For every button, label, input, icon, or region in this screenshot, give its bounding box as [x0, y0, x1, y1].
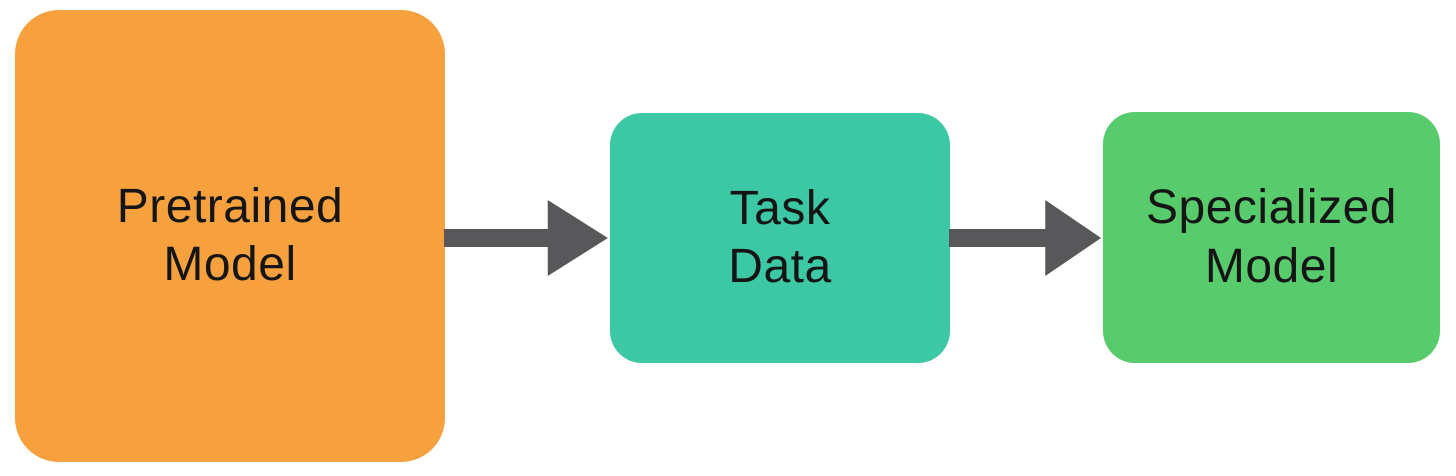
- node-task-data: Task Data: [610, 113, 950, 363]
- node-pretrained-model-label: Pretrained Model: [116, 179, 344, 291]
- node-task-data-label: Task Data: [728, 181, 832, 293]
- node-specialized-model-label: Specialized Model: [1146, 181, 1397, 293]
- node-pretrained-model: Pretrained Model: [15, 10, 445, 462]
- node-specialized-model: Specialized Model: [1103, 112, 1440, 363]
- arrow-right-icon: [444, 200, 608, 276]
- arrow-right-icon: [949, 200, 1102, 276]
- arrow-pretrained-to-taskdata: [444, 200, 608, 276]
- arrow-taskdata-to-specialized: [949, 200, 1102, 276]
